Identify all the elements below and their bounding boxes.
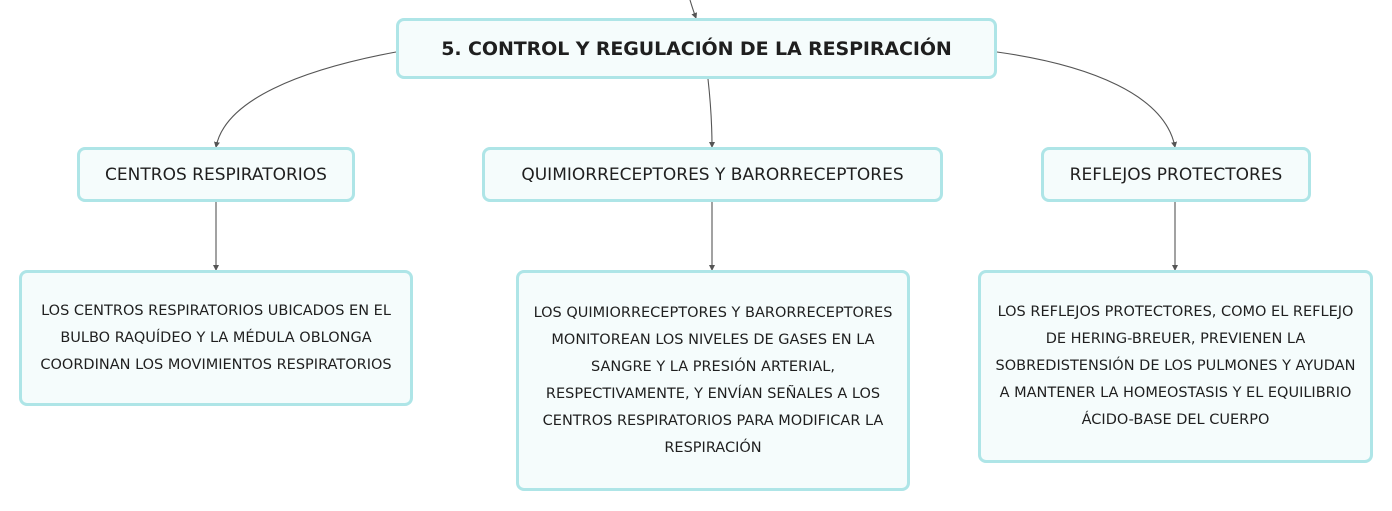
topic-label: CENTROS RESPIRATORIOS — [105, 164, 327, 185]
description-text: LOS CENTROS RESPIRATORIOS UBICADOS EN EL… — [40, 302, 392, 373]
description-node-centros[interactable]: LOS CENTROS RESPIRATORIOS UBICADOS EN EL… — [19, 270, 413, 406]
connector-from-parent — [689, 0, 698, 19]
connector-central-to-quimio — [707, 78, 715, 148]
connector-central-to-centros — [214, 51, 397, 148]
description-text: LOS REFLEJOS PROTECTORES, COMO EL REFLEJ… — [995, 304, 1356, 428]
topic-label: QUIMIORRECEPTORES Y BARORRECEPTORES — [521, 164, 904, 185]
description-node-reflejos[interactable]: LOS REFLEJOS PROTECTORES, COMO EL REFLEJ… — [978, 270, 1373, 463]
description-text: LOS QUIMIORRECEPTORES Y BARORRECEPTORES … — [533, 304, 893, 456]
topic-label: REFLEJOS PROTECTORES — [1069, 164, 1283, 185]
central-topic-node[interactable]: 5. CONTROL Y REGULACIÓN DE LA RESPIRACIÓ… — [396, 18, 997, 79]
connector-central-to-reflejos — [996, 51, 1177, 148]
description-node-quimiorreceptores[interactable]: LOS QUIMIORRECEPTORES Y BARORRECEPTORES … — [516, 270, 910, 491]
topic-node-quimiorreceptores[interactable]: QUIMIORRECEPTORES Y BARORRECEPTORES — [482, 147, 943, 202]
topic-node-reflejos-protectores[interactable]: REFLEJOS PROTECTORES — [1041, 147, 1311, 202]
topic-node-centros-respiratorios[interactable]: CENTROS RESPIRATORIOS — [77, 147, 355, 202]
central-topic-label: 5. CONTROL Y REGULACIÓN DE LA RESPIRACIÓ… — [441, 37, 952, 60]
